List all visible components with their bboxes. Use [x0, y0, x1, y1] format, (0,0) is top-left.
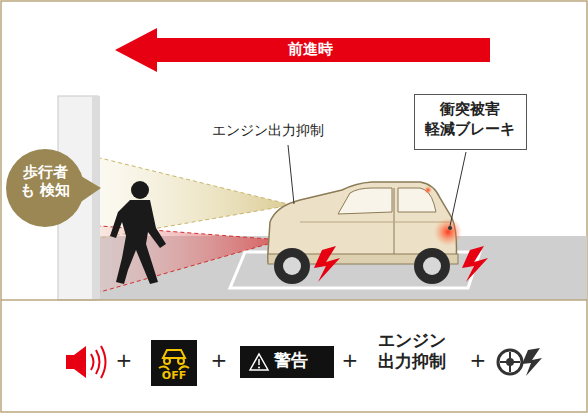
- node-text: 警告: [274, 351, 326, 371]
- bubble-shape: [6, 149, 84, 227]
- leader-line: [450, 152, 466, 226]
- callout-bubble: 歩行者 も 検知: [5, 148, 105, 228]
- warning-dot: [258, 367, 260, 369]
- node-text: 前進時: [265, 41, 355, 58]
- wall-edge: [92, 96, 100, 300]
- warning-mark: [258, 359, 260, 365]
- callout-box: 衝突被害 軽減ブレーキ: [414, 94, 527, 150]
- node-text: OFF: [151, 370, 197, 383]
- speaker-icon: [66, 346, 106, 378]
- pedestrian: [110, 181, 166, 284]
- plus-sign: +: [112, 348, 136, 373]
- car: [268, 182, 462, 284]
- node-text: 衝突被害 軽減ブレーキ: [421, 100, 519, 139]
- arrow-shape: [115, 28, 490, 72]
- plus-sign: +: [207, 348, 231, 373]
- warning-off-icon: OFF: [151, 340, 197, 386]
- leader-line: [288, 145, 294, 204]
- skid-car-symbol: [159, 350, 189, 370]
- direction-arrow: 前進時: [115, 28, 490, 72]
- brake-bolt: [462, 246, 488, 282]
- step-label: エンジン 出力抑制: [364, 330, 460, 373]
- plus-sign: +: [466, 348, 490, 373]
- warning-triangle: [250, 354, 268, 370]
- warning-box: 警告: [240, 346, 334, 378]
- brake-icon: [498, 348, 542, 376]
- node-text: 歩行者 も 検知: [19, 163, 71, 199]
- brake-bolt: [314, 246, 340, 282]
- beam-edge: [100, 158, 292, 205]
- feature-label: エンジン出力抑制: [212, 122, 362, 140]
- leader-dot: [448, 226, 452, 230]
- separator: [1, 299, 587, 301]
- plus-sign: +: [338, 348, 362, 373]
